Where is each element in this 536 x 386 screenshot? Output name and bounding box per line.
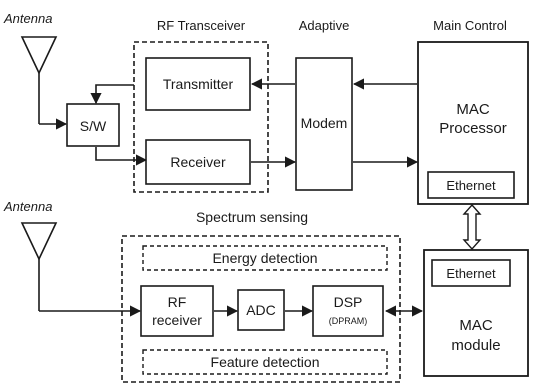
switch-links — [90, 84, 148, 166]
rf-receiver-label-line1: RF — [168, 294, 187, 310]
ethernet-top-label: Ethernet — [446, 178, 496, 193]
mac-module-label-line2: module — [451, 337, 500, 354]
transmitter-box — [145, 57, 251, 111]
antenna-bottom-label: Antenna — [3, 199, 52, 214]
energy-detection-box — [142, 245, 388, 271]
feature-detection-label: Feature detection — [211, 354, 320, 370]
mac-module-label-line1: MAC — [459, 317, 493, 334]
transmitter-label: Transmitter — [163, 76, 234, 92]
antenna-bottom-icon — [20, 222, 142, 317]
modem-label: Modem — [301, 115, 348, 131]
ethernet-link-arrow — [462, 203, 482, 251]
antenna-top-icon — [20, 36, 68, 130]
spectrum-sensing-label: Spectrum sensing — [196, 209, 308, 225]
ethernet-bottom-box — [431, 259, 511, 287]
modem-rf-links — [250, 78, 297, 168]
ethernet-bottom-label: Ethernet — [446, 266, 496, 281]
feature-detection-box — [142, 349, 388, 375]
rf-receiver-box — [140, 285, 214, 337]
mac-module-box — [423, 249, 529, 377]
receiver-box — [145, 139, 251, 185]
rf-transceiver-group — [133, 41, 269, 193]
switch-label: S/W — [80, 118, 107, 134]
dsp-label: DSP — [334, 294, 363, 310]
receiver-label: Receiver — [170, 154, 226, 170]
rf-receiver-label-line2: receiver — [152, 312, 202, 328]
ethernet-top-box — [427, 171, 515, 199]
adaptive-label: Adaptive — [299, 18, 350, 33]
mac-processor-label-line2: Processor — [439, 120, 507, 137]
main-control-label: Main Control — [433, 18, 507, 33]
mac-processor-box — [417, 41, 529, 205]
modem-mac-links — [352, 78, 419, 168]
antenna-top-label: Antenna — [3, 11, 52, 26]
spectrum-sensing-group — [121, 235, 401, 383]
mac-processor-label-line1: MAC — [456, 101, 490, 118]
energy-detection-label: Energy detection — [212, 250, 317, 266]
modem-box — [295, 57, 353, 191]
dpram-label: (DPRAM) — [329, 316, 368, 326]
rf-transceiver-label: RF Transceiver — [157, 18, 246, 33]
adc-label: ADC — [246, 302, 276, 318]
